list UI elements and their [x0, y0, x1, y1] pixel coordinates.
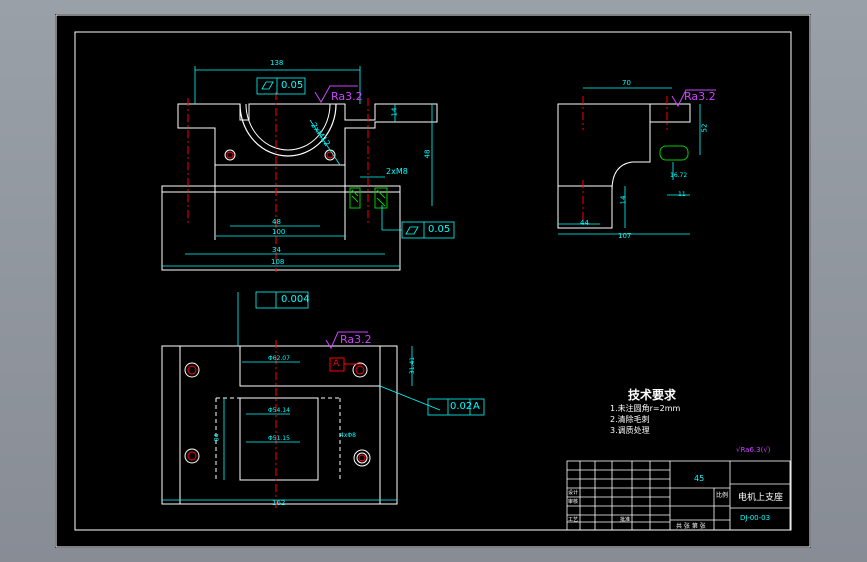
drawing-no: DJ-00-03 [740, 514, 771, 522]
outer-frame [55, 14, 811, 548]
dim-bore1: Φ62.07 [268, 355, 290, 362]
roughness-front: Ra3.2 [331, 90, 363, 103]
dim-left-height: 84 [213, 433, 221, 442]
datum-label: A [333, 359, 340, 369]
side-dim-top-width: 70 [622, 79, 631, 87]
dim-overall-width: 108 [271, 258, 285, 266]
process-label: 工艺 [568, 517, 579, 523]
tech-note-1: 1.未注圆角r=2mm [610, 404, 681, 413]
dim-top-overall: 162 [272, 499, 286, 507]
front-view [161, 66, 455, 272]
sheets-label: 共 张 第 张 [676, 523, 706, 530]
roughness-top: Ra3.2 [340, 333, 372, 346]
top-view [161, 291, 485, 510]
roughness-other: √Ra6.3(√) [736, 446, 771, 454]
approve-label: 批准 [620, 517, 631, 523]
dim-bore2: Φ54.14 [268, 407, 290, 414]
title-block [566, 460, 791, 531]
dim-bolt-span: 34 [272, 246, 281, 254]
check-label: 审核 [568, 499, 579, 505]
dim-height-total: 48 [423, 149, 432, 159]
dim-right-height: 31.41 [409, 356, 417, 375]
side-dim-base-h: 14 [619, 195, 628, 205]
tech-notes-title: 技术要求 [628, 388, 677, 402]
side-dim-slot-w: 11 [678, 191, 686, 198]
dim-hole: 4xΦ8 [340, 432, 356, 439]
side-dim-foot: 44 [580, 219, 589, 227]
tolerance-bottom-value: 0.05 [428, 224, 451, 235]
dim-bore3: Φ51.15 [268, 435, 290, 442]
tolerance-004-value: 0.004 [281, 294, 310, 305]
dim-top-width: 138 [270, 59, 284, 67]
tolerance-top-value: 0.05 [281, 80, 304, 91]
inner-frame [74, 31, 792, 531]
side-view [557, 87, 716, 235]
dim-thread-side: 2xM8 [386, 167, 408, 176]
designer-label: 设计 [568, 490, 579, 496]
dim-bore: 48 [272, 218, 281, 226]
side-dim-height: 52 [700, 123, 709, 133]
scale-label: 比例 [716, 492, 729, 499]
dim-inner-width: 100 [272, 228, 286, 236]
tech-note-2: 2.清除毛刺 [610, 415, 650, 424]
tech-note-3: 3.调质处理 [610, 426, 650, 435]
roughness-side: Ra3.2 [684, 90, 716, 103]
dim-thread-top: 2xM12 [309, 120, 332, 149]
material-label: 45 [694, 474, 705, 483]
drawing-sheet [55, 14, 811, 548]
tolerance-002-value: 0.02 [450, 401, 473, 412]
dim-flange-h: 14 [390, 107, 399, 117]
side-dim-overall: 107 [618, 232, 632, 240]
part-name: 电机上支座 [738, 493, 784, 503]
tolerance-002-datum: A [473, 401, 480, 412]
side-dim-slot-d: 16.72 [670, 172, 688, 179]
